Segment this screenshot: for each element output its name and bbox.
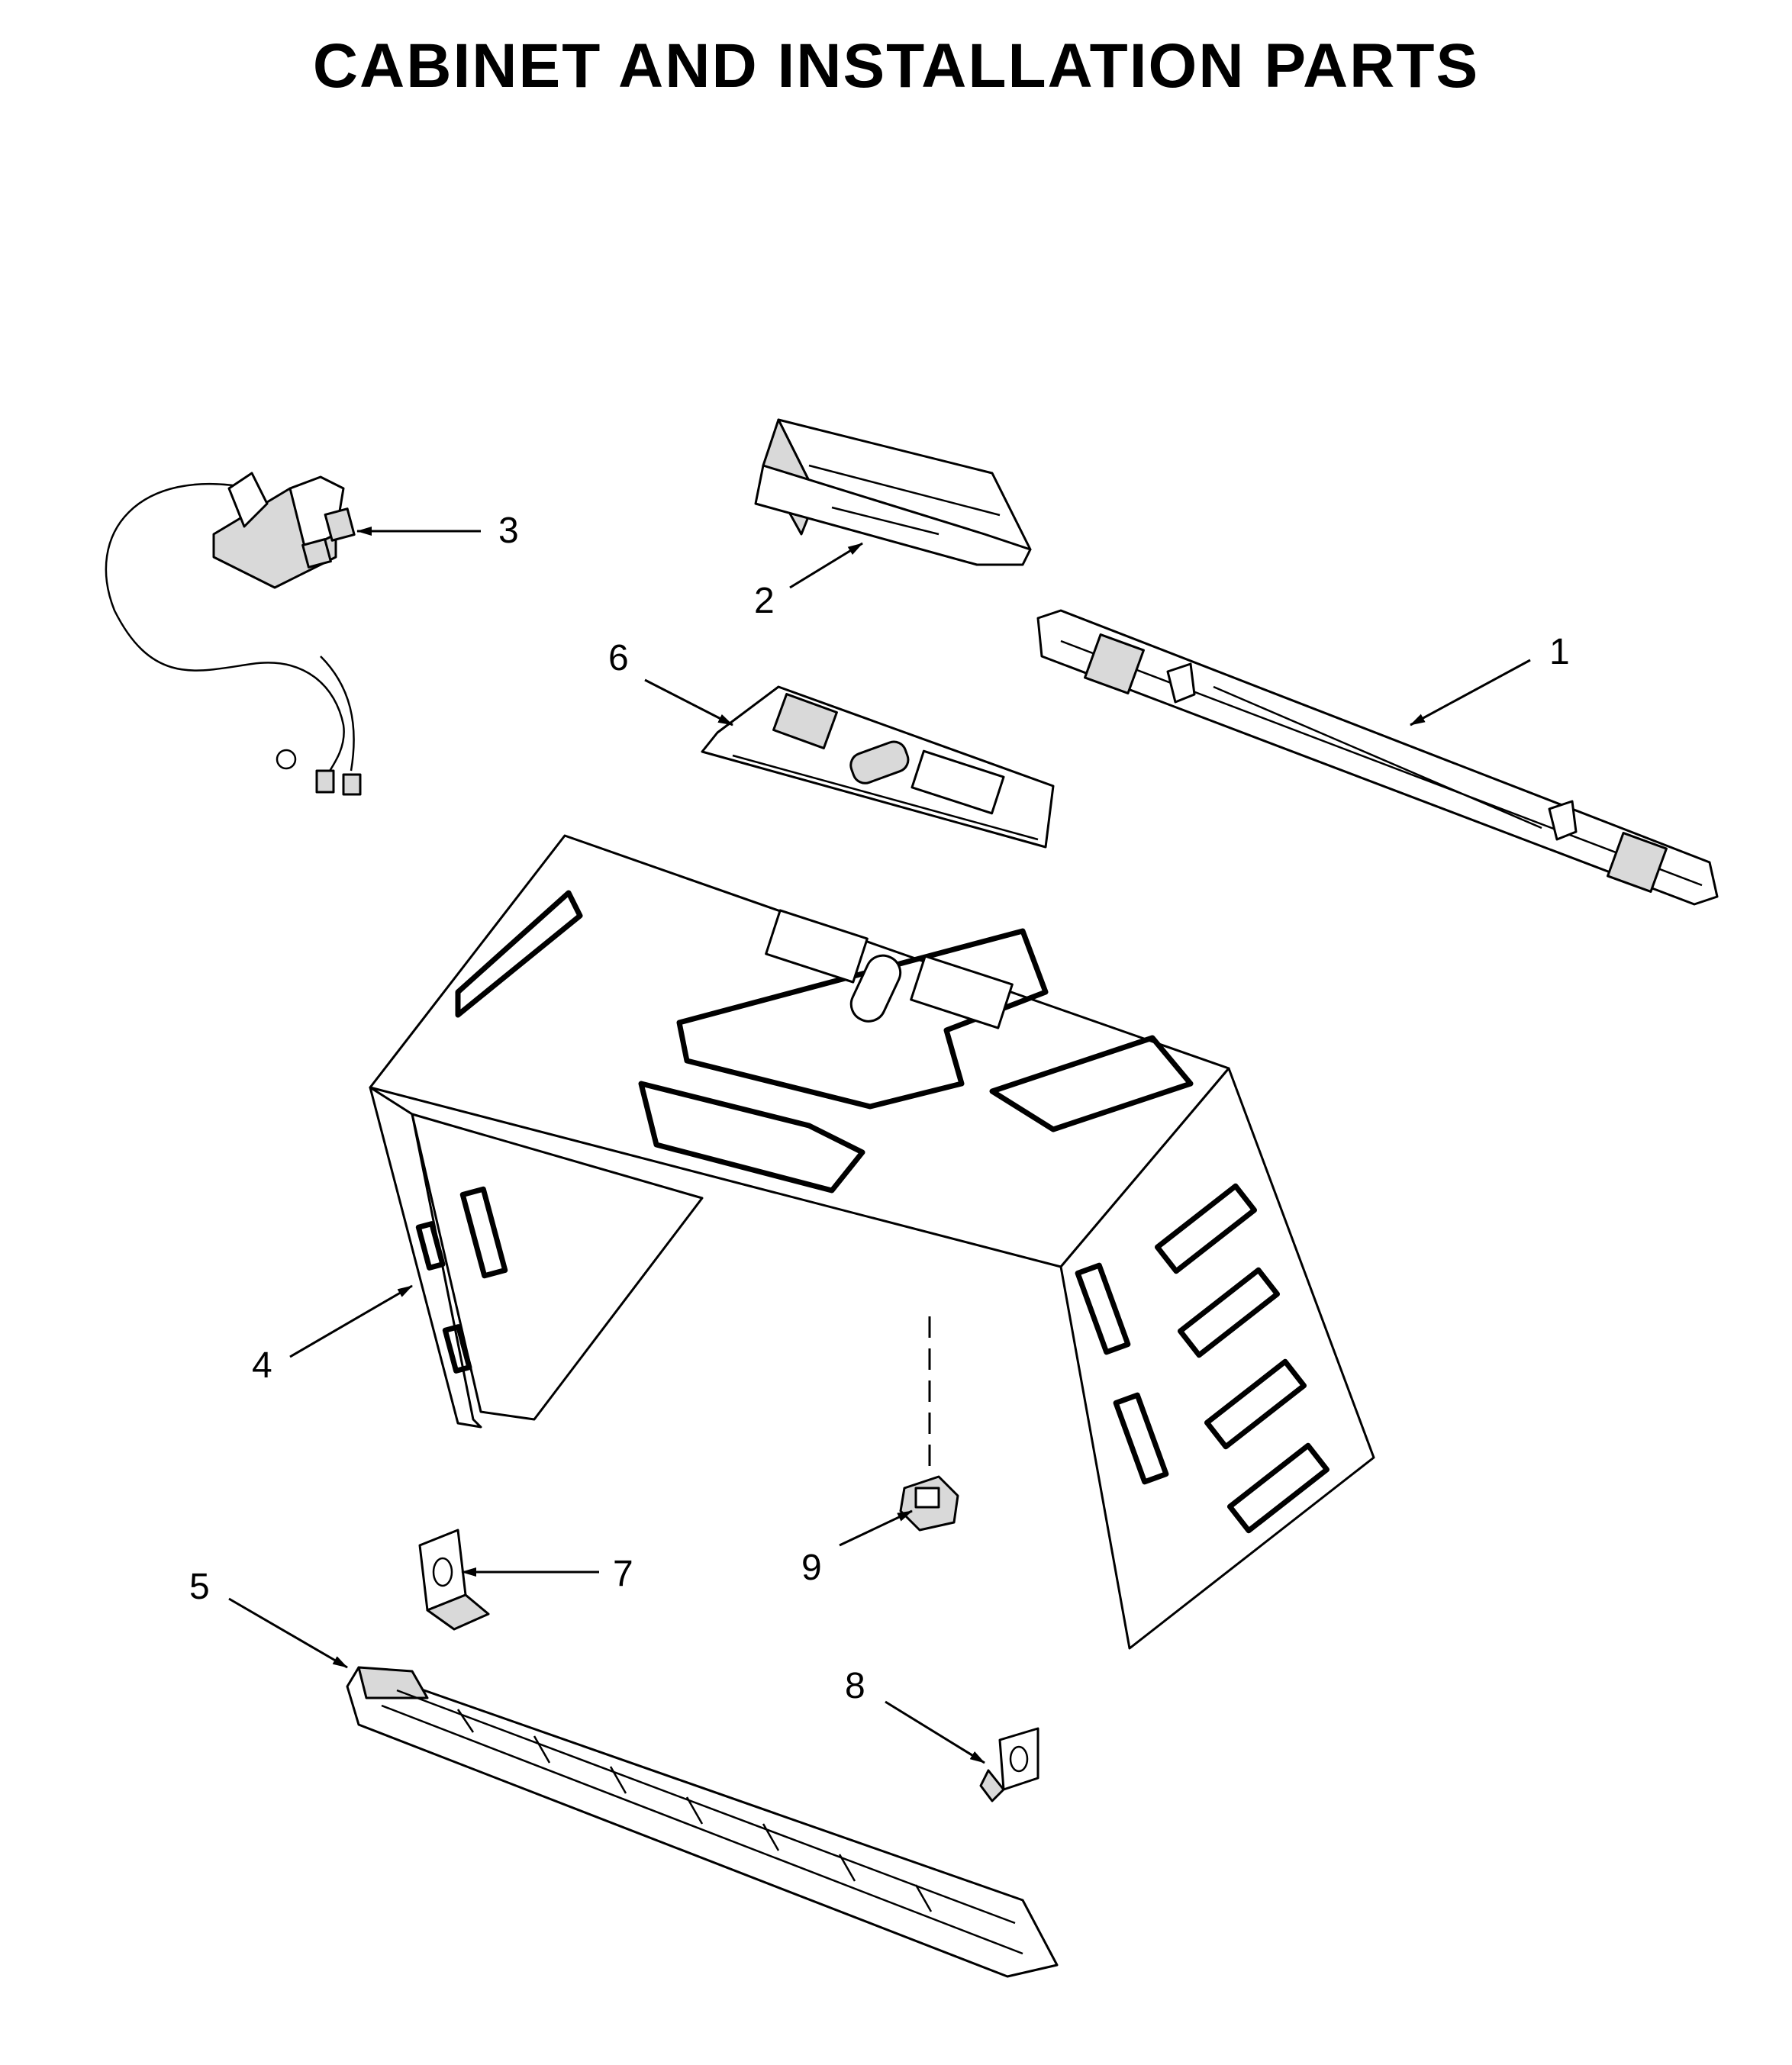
part-4-cabinet[interactable] [369,834,1375,1650]
callout-8: 8 [845,1666,865,1706]
callout-3: 3 [498,511,519,551]
part-9-clip[interactable] [899,1316,959,1532]
leader-9 [839,1509,913,1547]
leader-4 [289,1284,413,1358]
leader-6 [644,678,733,726]
part-3-power-cord[interactable] [105,472,362,796]
leader-5 [228,1597,348,1669]
callout-6: 6 [608,638,629,678]
callout-7: 7 [613,1554,633,1594]
part-8-bracket[interactable] [979,1727,1039,1802]
callout-leaders [228,527,1531,1764]
part-7-bracket[interactable] [418,1529,490,1631]
callout-numbers: 1 2 3 4 5 6 7 8 9 [189,511,1570,1706]
part-1-mounting-rail[interactable] [1036,609,1719,906]
diagram-title: CABINET AND INSTALLATION PARTS [312,31,1480,101]
callout-2: 2 [754,581,775,621]
callout-5: 5 [189,1567,210,1607]
callout-1: 1 [1549,632,1570,672]
leader-2 [789,542,863,589]
part-5-grille-trim[interactable] [346,1666,1059,1978]
leader-8 [885,1700,985,1764]
callout-4: 4 [252,1345,272,1386]
leader-1 [1410,659,1531,726]
part-6-mounting-plate[interactable] [701,685,1055,849]
callout-9: 9 [801,1548,822,1588]
part-2-vent-damper[interactable] [754,418,1032,566]
